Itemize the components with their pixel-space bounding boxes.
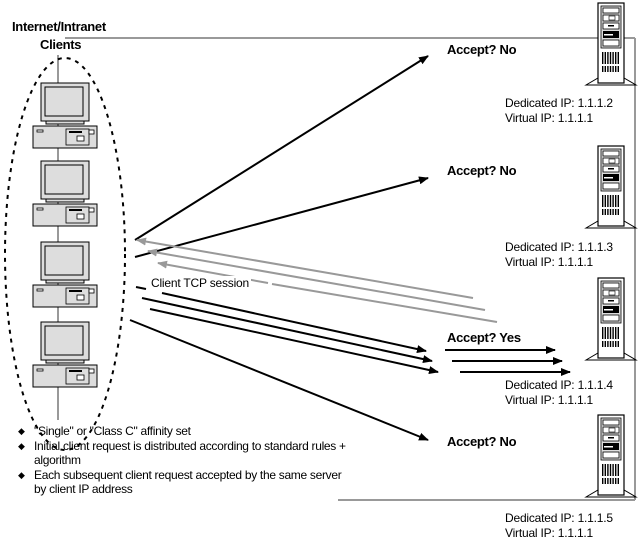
client-cluster-boundary bbox=[4, 57, 126, 451]
tower-server-icon bbox=[584, 414, 638, 498]
tower-server-icon bbox=[584, 277, 638, 361]
session-request-arrows bbox=[135, 286, 571, 376]
session-request-arrow-2 bbox=[141, 297, 433, 363]
server-3-virtual-ip: Virtual IP: 1.1.1.1 bbox=[505, 393, 594, 407]
server-2-dedicated-ip: Dedicated IP: 1.1.1.3 bbox=[505, 240, 613, 254]
tower-server-icon bbox=[584, 2, 638, 86]
server-group bbox=[584, 2, 638, 498]
server-4-dedicated-ip: Dedicated IP: 1.1.1.5 bbox=[505, 511, 613, 525]
note-item: ◆"Single" or "Class C" affinity set bbox=[18, 424, 191, 438]
session-request-arrow-1 bbox=[135, 286, 147, 290]
server-1-virtual-ip: Virtual IP: 1.1.1.1 bbox=[505, 111, 594, 125]
desktop-computer-icon bbox=[32, 321, 98, 388]
desktop-computer-icon bbox=[32, 82, 98, 149]
response-arrow-3b bbox=[271, 283, 498, 323]
desktop-computer-icon bbox=[32, 241, 98, 308]
bullet-icon: ◆ bbox=[18, 426, 25, 436]
server-2-accept-label: Accept? No bbox=[447, 163, 517, 178]
request-arrow-to-server-1 bbox=[134, 55, 429, 241]
clients-title-line1: Internet/Intranet bbox=[12, 19, 106, 34]
session-request-arrow-1b bbox=[161, 292, 427, 353]
server-1-dedicated-ip: Dedicated IP: 1.1.1.2 bbox=[505, 96, 613, 110]
note-item: ◆Initial client request is distributed a… bbox=[18, 439, 346, 467]
server-4-virtual-ip: Virtual IP: 1.1.1.1 bbox=[505, 526, 594, 540]
server-3-dedicated-ip: Dedicated IP: 1.1.1.4 bbox=[505, 378, 613, 392]
response-arrow-1 bbox=[136, 237, 474, 299]
request-arrow-to-server-4 bbox=[129, 319, 429, 441]
server-3-accept-label: Accept? Yes bbox=[447, 330, 521, 345]
response-arrow-2 bbox=[147, 248, 486, 311]
session-request-arrow-3 bbox=[149, 308, 439, 374]
notes-list: ◆"Single" or "Class C" affinity set ◆Ini… bbox=[18, 424, 348, 497]
client-tcp-session-label: Client TCP session bbox=[149, 276, 252, 290]
desktop-computer-icon bbox=[32, 160, 98, 227]
client-group bbox=[32, 82, 98, 388]
server-4-accept-label: Accept? No bbox=[447, 434, 517, 449]
server-2-virtual-ip: Virtual IP: 1.1.1.1 bbox=[505, 255, 594, 269]
bullet-icon: ◆ bbox=[18, 470, 25, 480]
clients-title-line2: Clients bbox=[40, 37, 82, 52]
request-arrows bbox=[129, 55, 429, 441]
server-1-accept-label: Accept? No bbox=[447, 42, 517, 57]
request-arrow-to-server-2 bbox=[134, 176, 429, 258]
note-item: ◆Each subsequent client request accepted… bbox=[18, 468, 342, 496]
bullet-icon: ◆ bbox=[18, 441, 25, 451]
tower-server-icon bbox=[584, 145, 638, 229]
